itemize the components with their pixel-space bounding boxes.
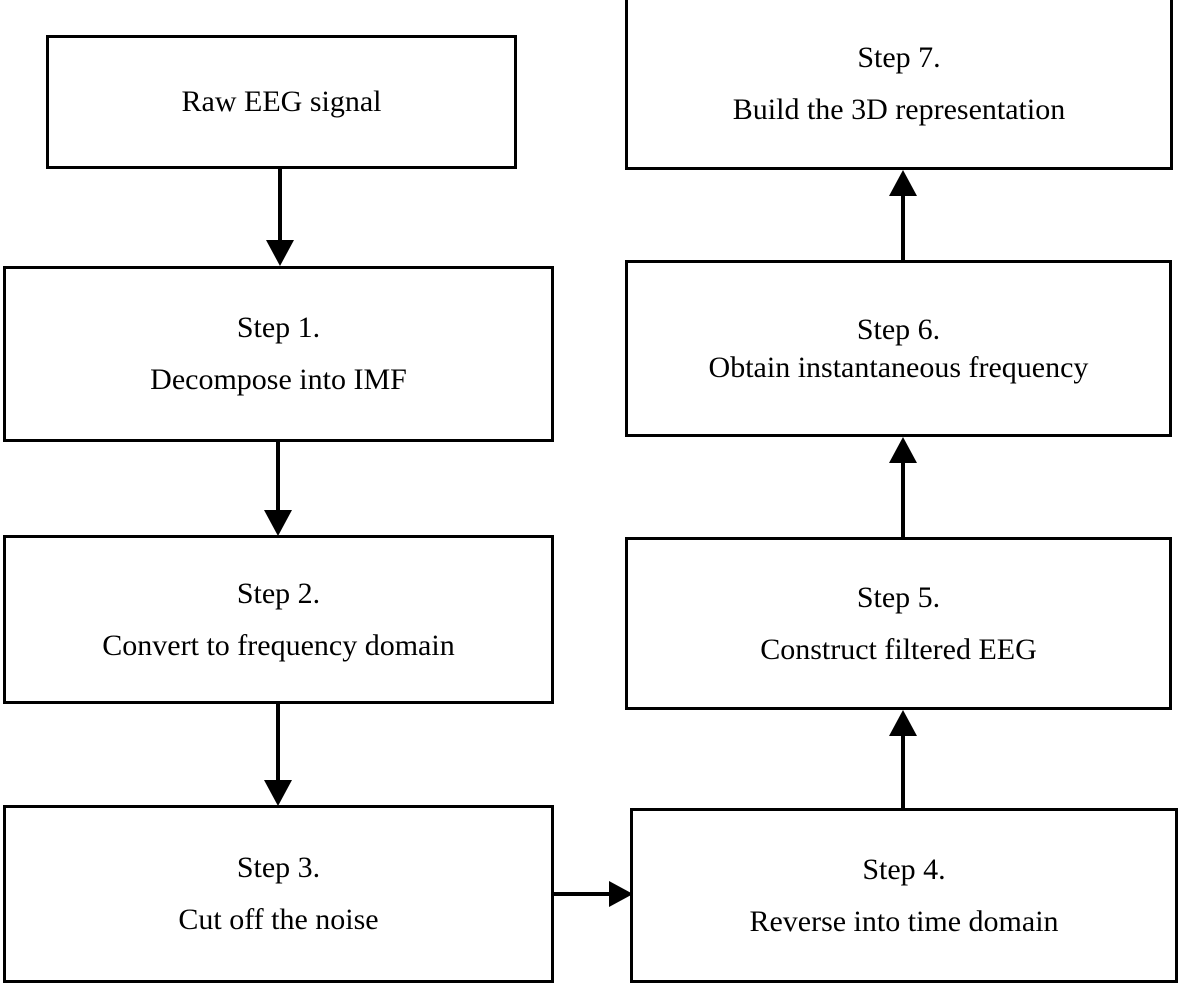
node-step-2[interactable]: Step 2. Convert to frequency domain (3, 535, 554, 704)
edge-step3-to-step4-arrowhead-icon (609, 881, 633, 907)
edge-step2-to-step3-arrowhead-icon (264, 780, 292, 806)
node-raw-eeg-signal[interactable]: Raw EEG signal (46, 35, 517, 169)
node-step-6-line-2: Obtain instantaneous frequency (708, 350, 1089, 384)
edge-step5-to-step6-shaft (901, 459, 905, 537)
node-step-1[interactable]: Step 1. Decompose into IMF (3, 266, 554, 442)
node-step-4[interactable]: Step 4. Reverse into time domain (630, 808, 1178, 983)
edge-step5-to-step6-arrowhead-icon (889, 437, 917, 463)
edge-step1-to-step2-shaft (276, 441, 280, 514)
node-step-4-line-1: Step 4. (862, 852, 946, 886)
node-step-1-line-2: Decompose into IMF (150, 363, 407, 396)
edge-step6-to-step7-shaft (901, 192, 905, 262)
edge-step4-to-step5 (889, 710, 917, 808)
node-step-3[interactable]: Step 3. Cut off the noise (3, 805, 554, 983)
node-step-6[interactable]: Step 6. Obtain instantaneous frequency (625, 260, 1172, 437)
node-step-3-line-1: Step 3. (236, 851, 321, 884)
edge-step5-to-step6 (889, 437, 917, 537)
edge-step1-to-step2 (264, 441, 292, 536)
node-raw-eeg-signal-line-1: Raw EEG signal (181, 85, 382, 118)
node-step-2-line-1: Step 2. (236, 576, 321, 610)
edge-step6-to-step7-arrowhead-icon (889, 170, 917, 196)
node-step-7[interactable]: Step 7. Build the 3D representation (625, 0, 1173, 170)
edge-step4-to-step5-shaft (901, 732, 905, 808)
node-step-5-line-1: Step 5. (856, 580, 941, 614)
edge-step6-to-step7 (889, 170, 917, 262)
node-step-3-line-2: Cut off the noise (178, 903, 379, 936)
edge-raw-to-step1 (266, 169, 294, 266)
node-step-7-line-2: Build the 3D representation (732, 92, 1066, 126)
node-step-4-line-2: Reverse into time domain (749, 904, 1059, 938)
edge-step1-to-step2-arrowhead-icon (264, 510, 292, 536)
node-step-6-line-1: Step 6. (856, 312, 941, 346)
edge-step3-to-step4 (551, 880, 633, 908)
edge-raw-to-step1-shaft (278, 169, 282, 244)
edge-raw-to-step1-arrowhead-icon (266, 240, 294, 266)
node-step-7-line-1: Step 7. (857, 40, 941, 74)
edge-step2-to-step3 (264, 703, 292, 806)
node-step-1-line-1: Step 1. (236, 311, 321, 344)
edge-step4-to-step5-arrowhead-icon (889, 710, 917, 736)
edge-step2-to-step3-shaft (276, 703, 280, 784)
node-step-5-line-2: Construct filtered EEG (760, 632, 1037, 666)
edge-step3-to-step4-shaft (551, 892, 613, 896)
node-step-2-line-2: Convert to frequency domain (102, 628, 455, 662)
node-step-5[interactable]: Step 5. Construct filtered EEG (625, 537, 1172, 710)
